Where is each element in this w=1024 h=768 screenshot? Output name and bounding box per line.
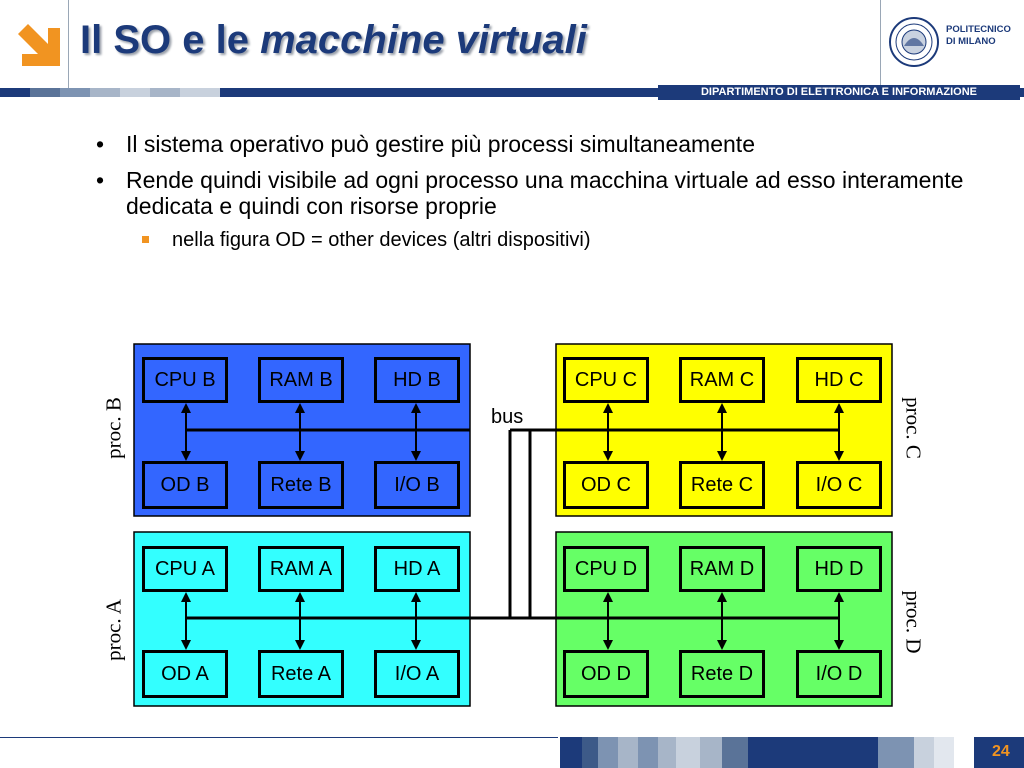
arrow-head-icon — [717, 592, 727, 602]
organization-name: POLITECNICO DI MILANO — [946, 24, 1011, 47]
virtual-machines-diagram — [133, 343, 893, 707]
arrow-head-icon — [834, 640, 844, 650]
component-box: I/O A — [374, 650, 460, 698]
process-label: proc. D — [901, 590, 926, 654]
bus-label: bus — [491, 406, 524, 428]
slide-title: Il SO e le macchine virtuali — [80, 18, 587, 62]
component-box: HD D — [796, 546, 882, 592]
component-box: OD A — [142, 650, 228, 698]
component-box: I/O D — [796, 650, 882, 698]
component-box: Rete C — [679, 461, 765, 509]
bullet-item: • Rende quindi visibile ad ogni processo… — [96, 167, 966, 219]
component-box: CPU A — [142, 546, 228, 592]
arrow-head-icon — [411, 640, 421, 650]
component-box: CPU B — [142, 357, 228, 403]
arrow-head-icon — [834, 451, 844, 461]
arrow-head-icon — [295, 640, 305, 650]
arrow-head-icon — [834, 403, 844, 413]
process-label: proc. C — [901, 397, 926, 459]
arrow-head-icon — [717, 451, 727, 461]
process-label: proc. B — [101, 397, 126, 459]
arrow-head-icon — [603, 640, 613, 650]
arrow-head-icon — [603, 592, 613, 602]
component-box: Rete D — [679, 650, 765, 698]
arrow-head-icon — [603, 451, 613, 461]
component-box: OD B — [142, 461, 228, 509]
component-box: RAM A — [258, 546, 344, 592]
component-box: RAM C — [679, 357, 765, 403]
component-box: HD B — [374, 357, 460, 403]
component-box: RAM D — [679, 546, 765, 592]
component-box: OD D — [563, 650, 649, 698]
arrow-head-icon — [181, 592, 191, 602]
process-label: proc. A — [101, 599, 126, 661]
arrow-down-right-icon — [18, 24, 60, 66]
arrow-head-icon — [411, 451, 421, 461]
bullet-text: Rende quindi visibile ad ogni processo u… — [126, 167, 964, 219]
arrow-head-icon — [411, 592, 421, 602]
arrow-head-icon — [295, 592, 305, 602]
header-divider — [880, 0, 881, 88]
arrow-head-icon — [717, 403, 727, 413]
component-box: CPU C — [563, 357, 649, 403]
arrow-head-icon — [717, 640, 727, 650]
department-banner: DIPARTIMENTO DI ELETTRONICA E INFORMAZIO… — [658, 85, 1020, 100]
bullet-item: • Il sistema operativo può gestire più p… — [96, 131, 755, 157]
component-box: Rete B — [258, 461, 344, 509]
arrow-head-icon — [295, 403, 305, 413]
sub-bullet-item: nella figura OD = other devices (altri d… — [142, 227, 591, 253]
footer-stripe — [558, 737, 1024, 768]
bullet-dot-icon: • — [96, 167, 105, 193]
university-seal-logo — [889, 17, 939, 67]
component-box: HD C — [796, 357, 882, 403]
bullet-text: Il sistema operativo può gestire più pro… — [126, 131, 755, 157]
arrow-head-icon — [181, 640, 191, 650]
header-divider — [68, 0, 69, 88]
arrow-head-icon — [834, 592, 844, 602]
page-number: 24 — [992, 743, 1010, 760]
arrow-head-icon — [411, 403, 421, 413]
component-box: OD C — [563, 461, 649, 509]
component-box: I/O C — [796, 461, 882, 509]
square-bullet-icon — [142, 236, 149, 243]
bullet-dot-icon: • — [96, 131, 105, 157]
component-box: Rete A — [258, 650, 344, 698]
arrow-head-icon — [603, 403, 613, 413]
component-box: RAM B — [258, 357, 344, 403]
bullet-text: nella figura OD = other devices (altri d… — [172, 229, 591, 251]
component-box: CPU D — [563, 546, 649, 592]
header-stripe — [0, 88, 1024, 97]
arrow-head-icon — [295, 451, 305, 461]
arrow-head-icon — [181, 403, 191, 413]
component-box: I/O B — [374, 461, 460, 509]
component-box: HD A — [374, 546, 460, 592]
footer-divider — [0, 737, 1024, 738]
arrow-head-icon — [181, 451, 191, 461]
